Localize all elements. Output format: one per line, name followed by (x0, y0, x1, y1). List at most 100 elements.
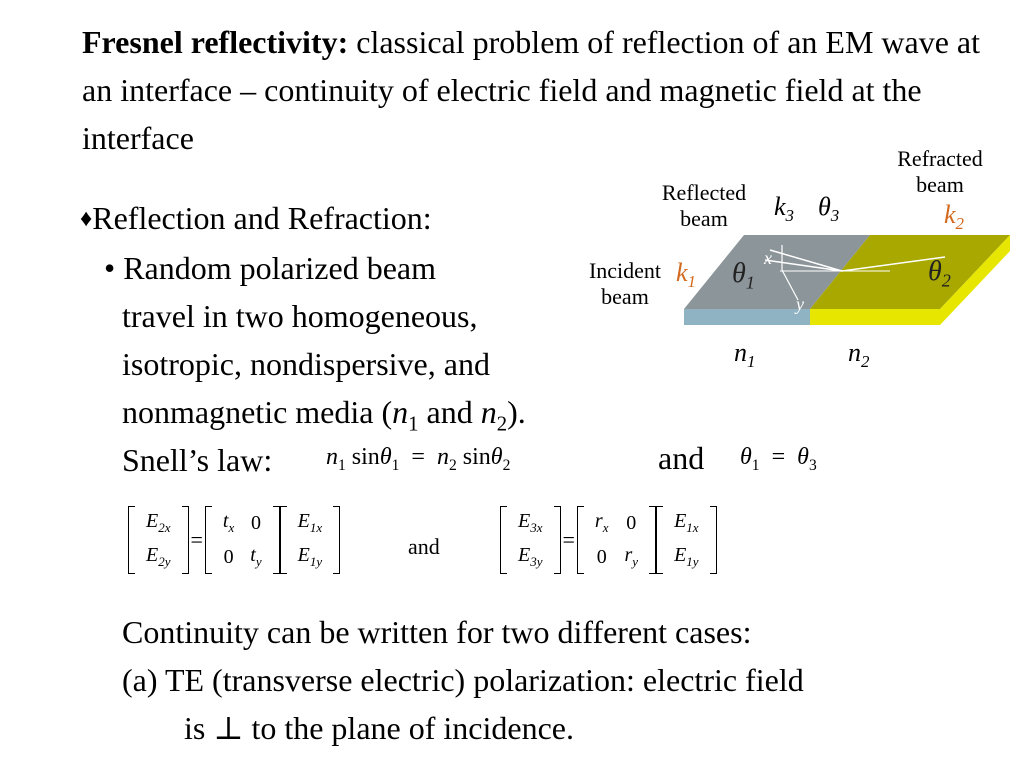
n2-letter: n (848, 338, 861, 367)
eq-sin1: sin (351, 444, 380, 470)
teq-sub3: 3 (808, 456, 817, 474)
continuity-line1: Continuity can be written for two differ… (122, 614, 752, 650)
sub-bullet-text: Random polarized beam (123, 250, 436, 286)
incident-beam-label: Incident beam (588, 258, 662, 309)
m1-zero2: 0 (223, 545, 234, 568)
m1-lhs-sub1: 2x (158, 520, 171, 535)
m1-ty: t (250, 544, 256, 566)
medium1-side (684, 309, 810, 325)
dot-bullet-icon: • (104, 250, 116, 286)
m1-rhs-e: E (297, 510, 310, 532)
m1-lhs-e: E (146, 510, 159, 532)
x-axis-label: x (764, 248, 772, 268)
k1-letter: k (676, 258, 688, 287)
incident-ray (764, 259, 843, 272)
y-axis-arrow (781, 269, 799, 301)
m2-equals: = (562, 527, 575, 552)
m2-zero1: 0 (626, 511, 637, 534)
theta3-label: θ3 (818, 192, 839, 226)
medium2-edge (940, 235, 1010, 325)
eq-theta-sub2: 2 (502, 456, 511, 474)
slide-title: Fresnel reflectivity: classical problem … (82, 18, 1012, 162)
m2-rhs-e2: E (674, 544, 687, 566)
continuity-line3: is ⊥ to the plane of incidence. (184, 710, 574, 746)
m1-rhs-sub2: 1y (309, 554, 323, 569)
reflected-beam-label: Reflected beam (661, 180, 747, 231)
m1-lhs-sub2: 2y (158, 554, 171, 569)
m1-tx: t (222, 510, 229, 532)
m1-zero1: 0 (250, 511, 261, 534)
and-word: and (658, 440, 705, 476)
m1-tx-sub: x (228, 520, 235, 535)
m1-equals: = (190, 527, 203, 552)
eq-sub1: 1 (338, 456, 346, 474)
k3-letter: k (774, 192, 786, 221)
theta-equation: θ1 = θ3 (740, 444, 817, 475)
m2-zero2: 0 (596, 545, 607, 568)
snell-label: Snell’s law: (122, 442, 273, 478)
k2-letter: k (944, 200, 956, 229)
n1-sub: 1 (747, 352, 756, 372)
m2-ry-sub: y (632, 554, 639, 569)
m2-lhs-sub1: 3x (530, 520, 543, 535)
eq-n1: n (326, 444, 338, 470)
theta3-sub: 3 (830, 206, 840, 226)
theta3-letter: θ (818, 192, 831, 221)
k3-label: k3 (774, 192, 794, 226)
eq-equals: = (411, 444, 425, 470)
n2-label: n2 (848, 338, 869, 372)
m2-rx-sub: x (602, 520, 609, 535)
line4-n2: n (480, 394, 497, 430)
line4-sub2: 2 (496, 412, 508, 436)
k1-label: k1 (676, 258, 696, 292)
line4-pre: nonmagnetic media ( (122, 394, 393, 430)
snell-equation: n1 sinθ1 = n2 sinθ2 (326, 444, 510, 475)
line4-sub1: 1 (408, 412, 419, 436)
line4-post: ). (507, 394, 526, 430)
sub-bullet-line1: • Random polarized beam (104, 244, 436, 292)
theta2-letter: θ (928, 256, 942, 287)
title-bold: Fresnel reflectivity: (82, 24, 349, 60)
eq-sin2: sin (462, 444, 491, 470)
line4-n1: n (392, 394, 409, 430)
eq-sub2: 2 (448, 456, 457, 474)
body-line4: nonmagnetic media (n1 and n2). (122, 388, 526, 448)
refracted-ray (841, 256, 946, 272)
theta1-label: θ1 (732, 258, 755, 294)
eq-theta2: θ (490, 444, 503, 470)
interface-diagram (684, 235, 1010, 325)
m2-lhs-sub2: 3y (530, 554, 543, 569)
k1-sub: 1 (687, 272, 696, 292)
medium2-side (810, 309, 940, 325)
m2-rhs-e: E (674, 510, 687, 532)
title-text: classical problem of reflection of an EM… (82, 24, 980, 156)
m2-rhs-sub2: 1y (686, 554, 699, 569)
k2-sub: 2 (955, 214, 964, 234)
m2-lhs-e2: E (518, 544, 531, 566)
m2-lhs-e: E (518, 510, 531, 532)
m2-rx: r (594, 510, 603, 532)
body-line3: isotropic, nondispersive, and (122, 346, 490, 382)
teq-theta1: θ (740, 444, 752, 470)
theta2-label: θ2 (928, 256, 951, 292)
diamond-bullet-icon: ♦ (80, 206, 93, 232)
body-line2: travel in two homogeneous, (122, 298, 478, 334)
y-axis-label: y (796, 294, 804, 314)
line4-and: and (418, 394, 481, 430)
n2-sub: 2 (861, 352, 870, 372)
medium1-surface (684, 235, 870, 309)
matrix-and-word: and (408, 534, 440, 559)
eq-theta1: θ (379, 444, 392, 470)
bullet-heading: ♦Reflection and Refraction: (80, 196, 432, 241)
m1-rhs-e2: E (297, 544, 310, 566)
refracted-beam-label: Refracted beam (897, 146, 983, 197)
m1-rhs-sub1: 1x (309, 520, 323, 535)
m2-ry: r (624, 544, 633, 566)
